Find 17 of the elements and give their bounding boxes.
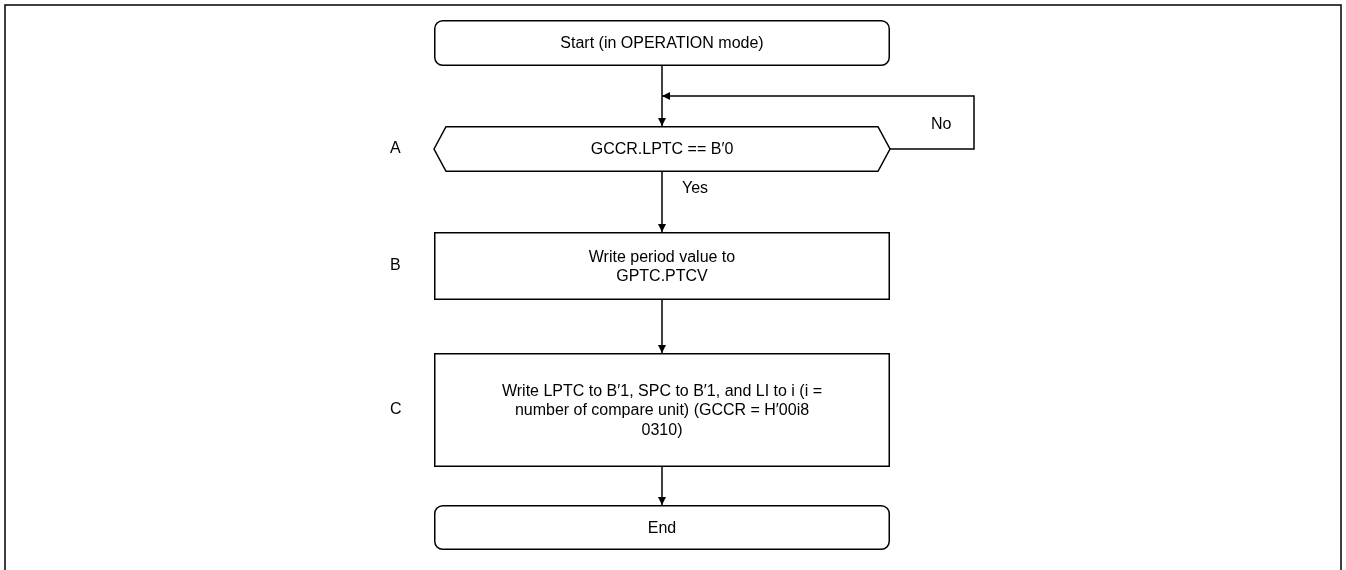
arrow — [658, 299, 666, 354]
node-text: Write LPTC to B′1, SPC to B′1, and LI to i (i = number of compare unit) (GCCR = H′00i8 0310) — [500, 381, 824, 439]
process-box — [434, 353, 890, 467]
step-letter: C — [390, 399, 402, 419]
terminal-box — [434, 20, 890, 66]
node-text: Write period value to GPTC.PTCV — [587, 246, 737, 286]
step-letter: A — [390, 138, 401, 158]
node-text: Start (in OPERATION mode) — [559, 33, 765, 53]
process-box — [434, 232, 890, 300]
step-letter: B — [390, 255, 401, 275]
arrow — [661, 92, 975, 150]
node-text: GCCR.LPTC == B′0 — [589, 139, 735, 159]
arrow — [658, 171, 666, 233]
node-text: End — [646, 517, 678, 538]
arrow — [658, 65, 666, 127]
terminal-box — [434, 505, 890, 550]
arrow — [658, 466, 666, 506]
